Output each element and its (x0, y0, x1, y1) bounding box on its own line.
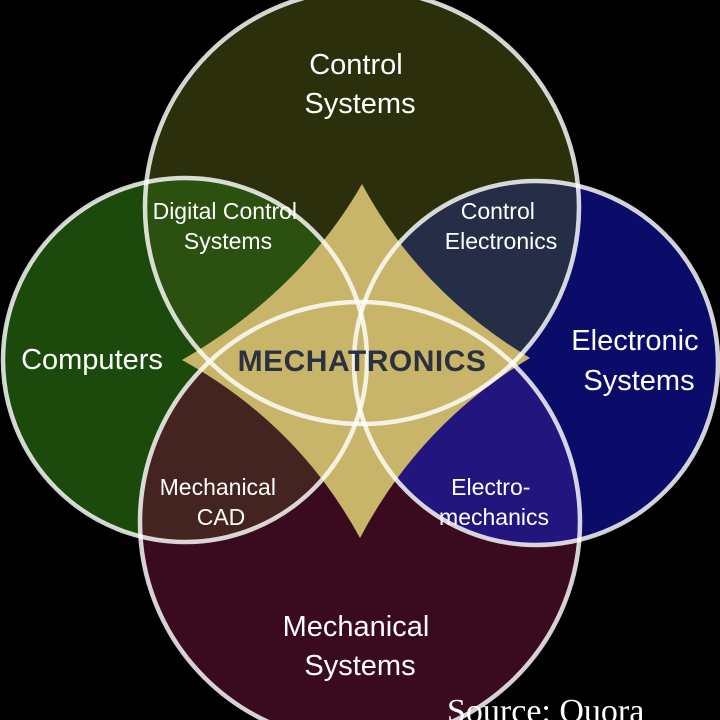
electronic-systems-label-line: Systems (583, 365, 694, 397)
control-electronics-label: Control Electronics (445, 198, 557, 254)
control-electronics-label-line: Control (461, 198, 535, 224)
electro-mechanics-label-line: mechanics (439, 504, 549, 530)
computers-outline (0, 175, 370, 545)
mechanical-systems-label-line: Mechanical (283, 611, 430, 643)
digital-control-systems-label-line: Digital Control (153, 198, 297, 224)
mechanical-systems-label: Mechanical Systems (283, 611, 438, 682)
electronic-systems-label-line: Electronic (571, 325, 698, 357)
mechanical-systems-outline (137, 299, 583, 720)
electro-mechanics-label-line: Electro- (451, 474, 530, 500)
mechatronics-label: MECHATRONICS (238, 345, 487, 378)
digital-control-systems-label: Digital Control Systems (153, 198, 304, 254)
digital-control-systems-label-line: Systems (184, 228, 272, 254)
electronic-systems-label: Electronic Systems (571, 325, 706, 397)
mechanical-cad-label-line: Mechanical (160, 474, 276, 500)
control-systems-label-line: Systems (304, 88, 415, 120)
control-electronics-label-line: Electronics (445, 228, 557, 254)
control-systems-outline (142, 0, 582, 427)
source-caption: Source: Quora (447, 693, 644, 720)
computers-label: Computers (21, 344, 163, 376)
computers-label-line: Computers (21, 344, 163, 376)
electronic-systems-outline (351, 178, 720, 548)
mechanical-cad-label: Mechanical CAD (160, 474, 283, 530)
control-systems-label-line: Control (309, 49, 403, 81)
electro-mechanics-label: Electro- mechanics (439, 474, 549, 530)
mechanical-systems-label-line: Systems (304, 650, 415, 682)
mechanical-cad-label-line: CAD (197, 504, 246, 530)
control-systems-label: Control Systems (304, 49, 415, 120)
